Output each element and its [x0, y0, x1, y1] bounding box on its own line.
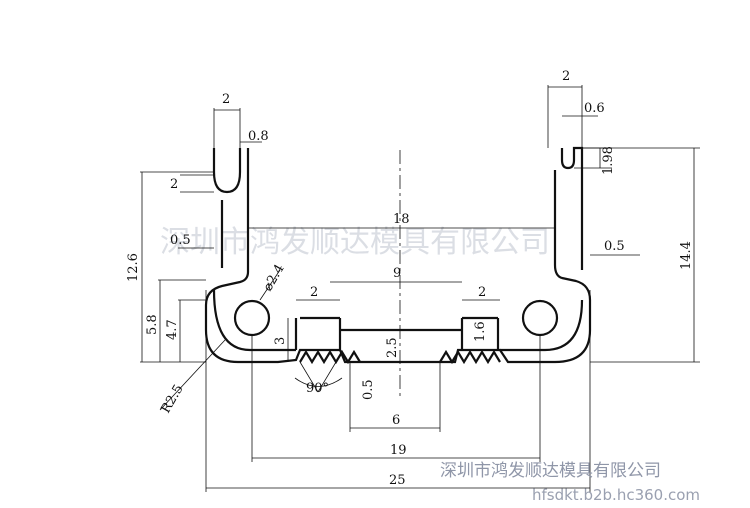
serration-right: [439, 349, 501, 365]
dim-left-height: 12.6: [126, 253, 141, 282]
footer-company: 深圳市鸿发顺达模具有限公司: [440, 461, 661, 481]
dim-center-width: 6: [392, 413, 400, 428]
watermark-center: 深圳市鸿发顺达模具有限公司: [160, 225, 550, 260]
dim-height-5-8: 5.8: [145, 314, 160, 335]
dim-step-width: 9: [393, 266, 401, 281]
profile-inner: [212, 200, 584, 352]
dim-groove: 0.5: [361, 379, 376, 400]
dimension-lines: [140, 85, 700, 492]
dim-left-slot: 0.8: [248, 129, 269, 144]
dim-right-step: 2: [478, 285, 486, 300]
dim-mid-width: 19: [390, 443, 407, 458]
dim-angle: 90°: [306, 381, 329, 396]
dim-corner-radius: R2.5: [158, 382, 186, 416]
dim-right-height: 14.4: [679, 241, 694, 270]
right-circle: [521, 299, 559, 337]
dim-height-4-7: 4.7: [165, 319, 180, 340]
serration-left: [299, 349, 361, 365]
dim-right-slot-depth: 1.98: [601, 146, 616, 175]
profile-outline: [204, 146, 592, 364]
dim-left-top: 2: [222, 92, 230, 107]
dim-right-slot: 0.6: [584, 101, 605, 116]
footer-url: hfsdkt.b2b.hc360.com: [532, 486, 700, 504]
left-circle: [233, 299, 271, 337]
dim-circle: ⌀2.4: [260, 262, 287, 294]
dim-step-1-6: 1.6: [473, 321, 488, 342]
dim-left-wall: 0.5: [170, 233, 191, 248]
dim-overall-width: 25: [389, 473, 406, 488]
dim-right-wall: 0.5: [604, 239, 625, 254]
dim-inner-width: 18: [393, 212, 410, 227]
dim-step-3: 3: [273, 337, 288, 345]
dim-left-slot-depth: 2: [170, 177, 178, 192]
dim-right-top: 2: [562, 69, 570, 84]
dim-step-2-5: 2.5: [385, 337, 400, 358]
dim-left-step: 2: [310, 285, 318, 300]
